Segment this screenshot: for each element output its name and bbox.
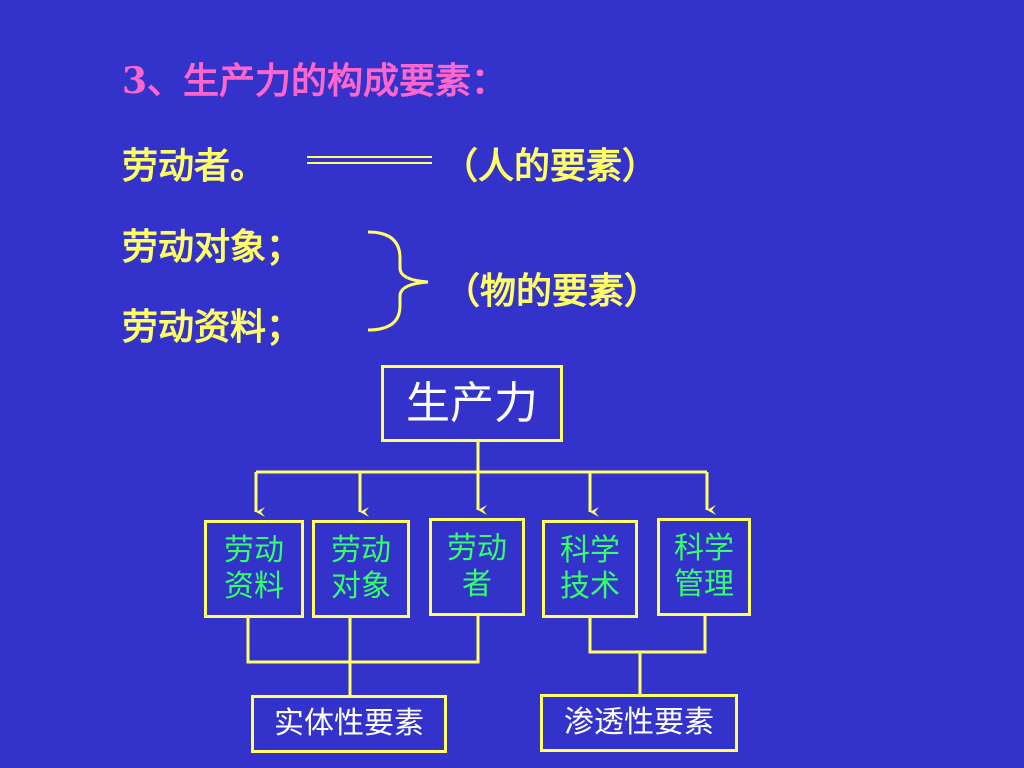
box-label: 劳动 资料 — [224, 533, 284, 604]
box-laborer: 劳动 者 — [429, 518, 525, 616]
group-label: 渗透性要素 — [564, 705, 714, 740]
slide-title: 3、生产力的构成要素： — [122, 60, 508, 102]
box-science-technology: 科学 技术 — [542, 520, 638, 618]
substantive-bracket — [246, 616, 480, 664]
material-element-label: （物的要素） — [444, 270, 661, 312]
group-label: 实体性要素 — [274, 706, 424, 741]
box-permeating-elements: 渗透性要素 — [540, 694, 738, 752]
human-element-label: （人的要素） — [442, 145, 659, 187]
box-labor-material: 劳动 资料 — [204, 520, 304, 618]
box-label: 科学 技术 — [560, 533, 620, 604]
root-box-productivity: 生产力 — [381, 365, 563, 442]
box-label: 劳动 者 — [447, 531, 507, 602]
labor-object-text: 劳动对象； — [122, 226, 303, 268]
box-label: 科学 管理 — [674, 531, 734, 602]
permeating-bracket — [588, 616, 707, 654]
box-substantive-elements: 实体性要素 — [251, 695, 447, 753]
root-label: 生产力 — [406, 377, 538, 429]
box-science-management: 科学 管理 — [657, 518, 751, 616]
box-label: 劳动 对象 — [331, 533, 391, 604]
labor-text: 劳动者。 — [122, 145, 267, 187]
box-labor-object: 劳动 对象 — [312, 520, 410, 618]
curly-brace — [367, 230, 429, 332]
labor-material-text: 劳动资料； — [122, 306, 303, 348]
